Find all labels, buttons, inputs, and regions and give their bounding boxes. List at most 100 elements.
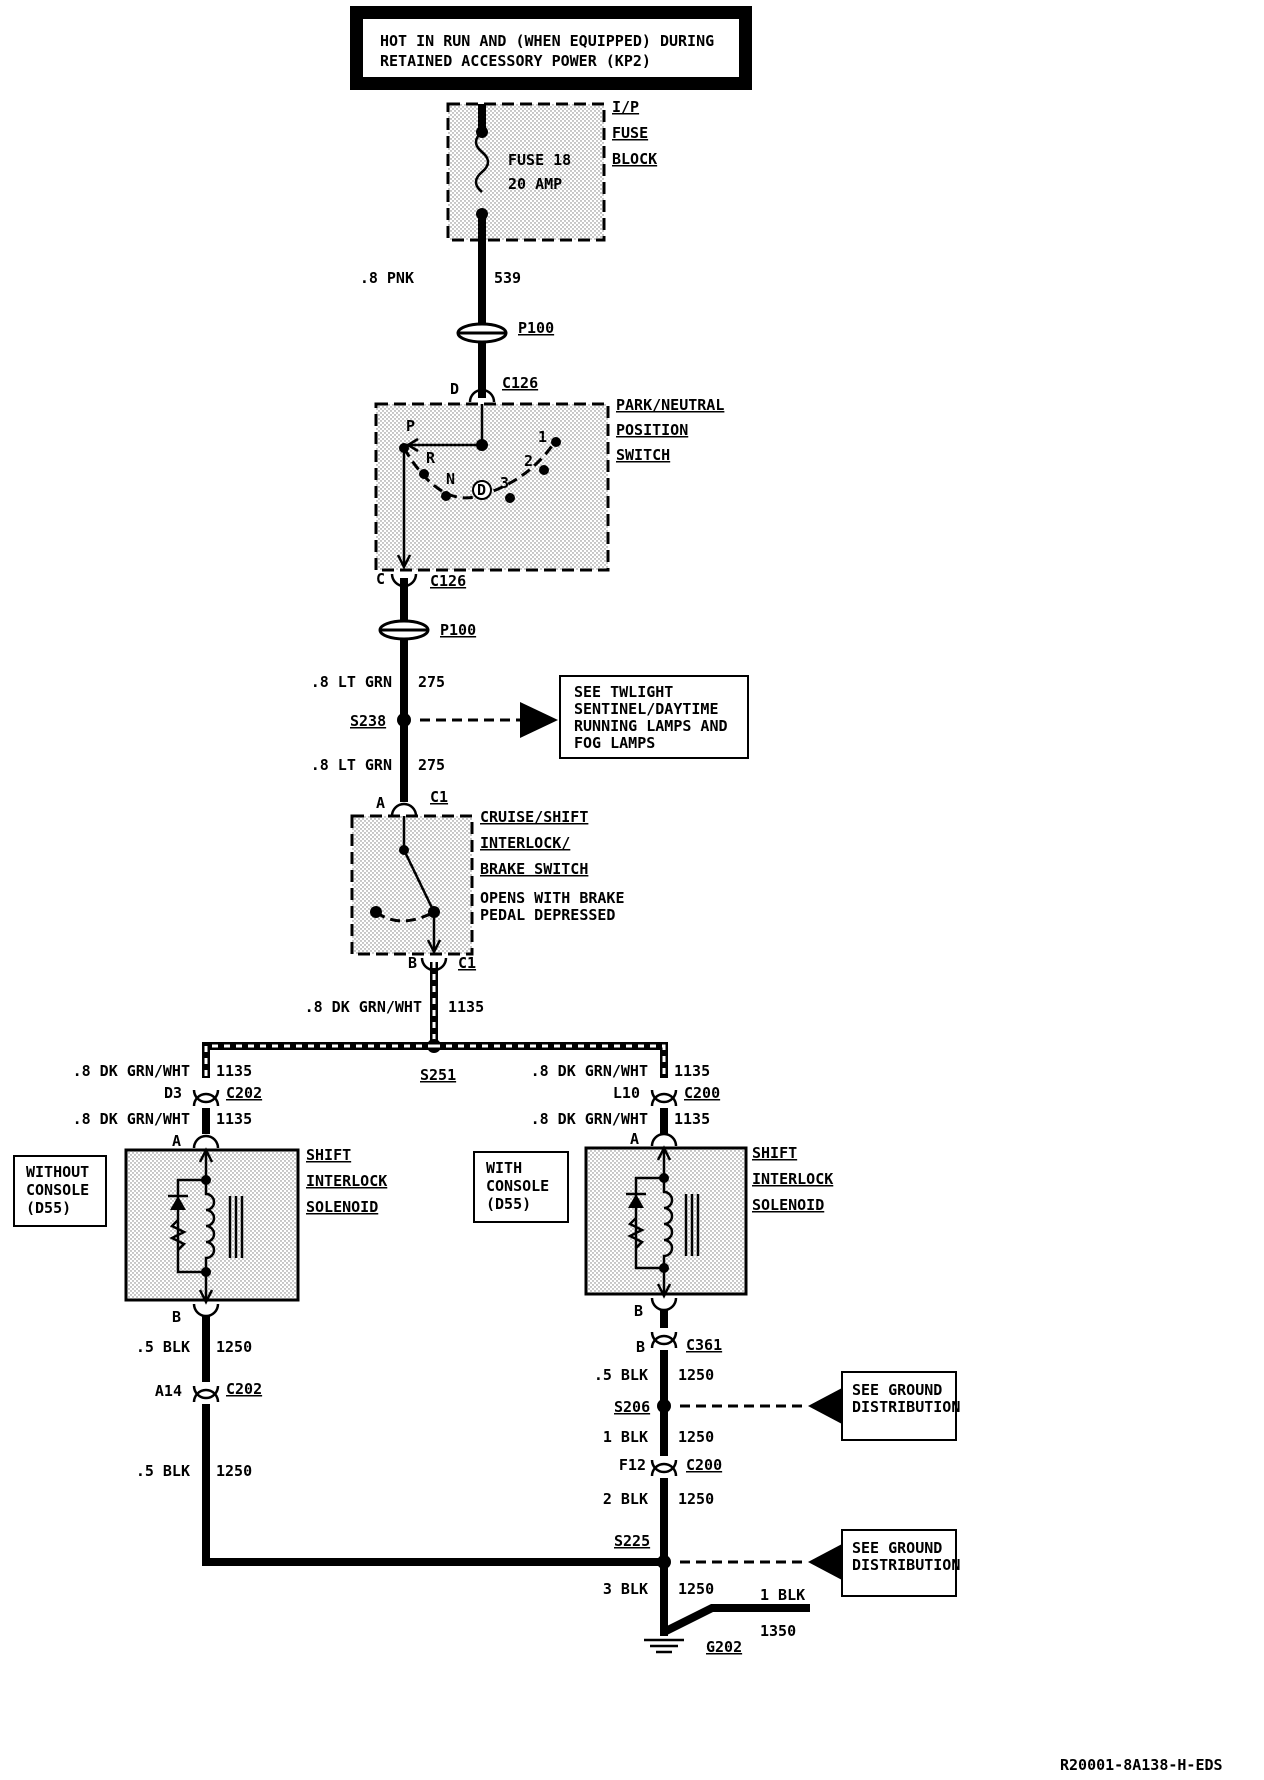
coil-icon [204,1180,216,1272]
svg-text:SOLENOID: SOLENOID [752,1196,824,1214]
fuse-block: FUSE 18 20 AMP I/P FUSE BLOCK [446,98,657,242]
pn-pos-1: 1 [538,428,547,446]
g202-label: G202 [706,1638,742,1656]
wire-1135-gauge: .8 DK GRN/WHT [305,998,422,1016]
svg-text:CONSOLE: CONSOLE [486,1177,549,1195]
svg-text:(D55): (D55) [26,1199,71,1217]
p100-bottom-grommet: P100 [378,619,476,641]
fuse-block-label-1: I/P [612,98,639,116]
splice-s206 [657,1399,671,1413]
wire-275a-gauge: .8 LT GRN [311,673,392,691]
svg-text:SENTINEL/DAYTIME: SENTINEL/DAYTIME [574,700,719,718]
svg-text:1135: 1135 [674,1062,710,1080]
brake-conn-bot: C1 [458,954,476,972]
pn-pos-n: N [446,470,455,488]
note-ground-2 [841,1529,957,1597]
svg-text:D3: D3 [164,1084,182,1102]
svg-text:INTERLOCK: INTERLOCK [752,1170,833,1188]
pn-pos-3: 3 [500,474,509,492]
header-line-2: RETAINED ACCESSORY POWER (KP2) [380,52,651,70]
header-line-1: HOT IN RUN AND (WHEN EQUIPPED) DURING [380,32,714,50]
fuse-amp: 20 AMP [508,175,562,193]
diode-icon [628,1194,644,1208]
splice-s238 [397,713,411,727]
brake-pin-bot: B [408,954,417,972]
svg-text:1135: 1135 [216,1062,252,1080]
wire-1250-left [202,1404,660,1566]
brake-desc-1: OPENS WITH BRAKE [480,889,625,907]
ground-icon [644,1638,684,1654]
svg-text:C200: C200 [684,1084,720,1102]
left-branch: .8 DK GRN/WHT 1135 D3 C202 .8 DK GRN/WHT… [13,1062,660,1566]
svg-text:A14: A14 [155,1382,182,1400]
pn-label-3: SWITCH [616,446,670,464]
wire-1350 [662,1604,810,1636]
svg-text:1350: 1350 [760,1622,796,1640]
svg-text:.5 BLK: .5 BLK [594,1366,648,1384]
fuse-label: FUSE 18 [508,151,571,169]
diode-icon [170,1196,186,1210]
wire-539-gauge: .8 PNK [360,269,414,287]
svg-text:WITH: WITH [486,1159,522,1177]
brake-label-2: INTERLOCK/ [480,834,570,852]
splice-s225-label: S225 [614,1532,650,1550]
coil-icon [662,1178,674,1268]
splice-s251-label: S251 [420,1066,456,1084]
park-neutral-switch: D C126 P R N D 3 2 1 PARK/NEUTRAL POSITI… [374,374,724,590]
svg-text:SEE TWLIGHT: SEE TWLIGHT [574,683,673,701]
wire-275a-circuit: 275 [418,673,445,691]
brake-pin-top: A [376,794,385,812]
fuse-block-label-2: FUSE [612,124,648,142]
fuse-element-icon [474,131,490,193]
pn-pin-bot: C [376,570,385,588]
svg-text:INTERLOCK: INTERLOCK [306,1172,387,1190]
svg-text:1 BLK: 1 BLK [603,1428,648,1446]
svg-text:.8 DK GRN/WHT: .8 DK GRN/WHT [531,1110,648,1128]
arrow-left-icon [808,1388,842,1424]
note-without-console [13,1155,107,1227]
svg-text:A: A [630,1130,639,1148]
note-twilight: SEE TWLIGHT SENTINEL/DAYTIME RUNNING LAM… [559,675,749,759]
wire-539-circuit: 539 [494,269,521,287]
svg-text:1250: 1250 [678,1428,714,1446]
fuse-block-label-3: BLOCK [612,150,657,168]
svg-text:C202: C202 [226,1380,262,1398]
pn-pos-2: 2 [524,452,533,470]
svg-text:B: B [636,1338,645,1356]
wire-275b-circuit: 275 [418,756,445,774]
svg-text:SHIFT: SHIFT [306,1146,351,1164]
svg-text:WITHOUT: WITHOUT [26,1163,89,1181]
pn-conn-bot: C126 [430,572,466,590]
svg-text:1250: 1250 [678,1366,714,1384]
svg-text:.8 DK GRN/WHT: .8 DK GRN/WHT [531,1062,648,1080]
svg-text:1250: 1250 [678,1580,714,1598]
svg-text:DISTRIBUTION: DISTRIBUTION [852,1556,960,1574]
svg-text:.5 BLK: .5 BLK [136,1338,190,1356]
pn-label-1: PARK/NEUTRAL [616,396,724,414]
brake-label-3: BRAKE SWITCH [480,860,588,878]
svg-text:2 BLK: 2 BLK [603,1490,648,1508]
svg-text:1135: 1135 [216,1110,252,1128]
pn-pos-r: R [426,449,436,467]
p100-bottom-label: P100 [440,621,476,639]
right-branch: .8 DK GRN/WHT 1135 L10 C200 .8 DK GRN/WH… [473,1062,960,1562]
pn-pin-top: D [450,380,459,398]
svg-text:L10: L10 [613,1084,640,1102]
wire-275b-gauge: .8 LT GRN [311,756,392,774]
svg-text:F12: F12 [619,1456,646,1474]
svg-text:FOG LAMPS: FOG LAMPS [574,734,655,752]
svg-text:.8 DK GRN/WHT: .8 DK GRN/WHT [73,1062,190,1080]
svg-text:.8 DK GRN/WHT: .8 DK GRN/WHT [73,1110,190,1128]
svg-text:B: B [172,1308,181,1326]
footer-code: R20001-8A138-H-EDS [1060,1756,1223,1774]
arrow-right-icon [520,702,558,738]
pn-label-2: POSITION [616,421,688,439]
svg-text:B: B [634,1302,643,1320]
note-with-console [473,1151,569,1223]
svg-text:SEE GROUND: SEE GROUND [852,1381,942,1399]
svg-text:RUNNING LAMPS AND: RUNNING LAMPS AND [574,717,728,735]
svg-text:SOLENOID: SOLENOID [306,1198,378,1216]
pn-pos-p: P [406,417,415,435]
svg-text:CONSOLE: CONSOLE [26,1181,89,1199]
arrow-left-icon [808,1544,842,1580]
